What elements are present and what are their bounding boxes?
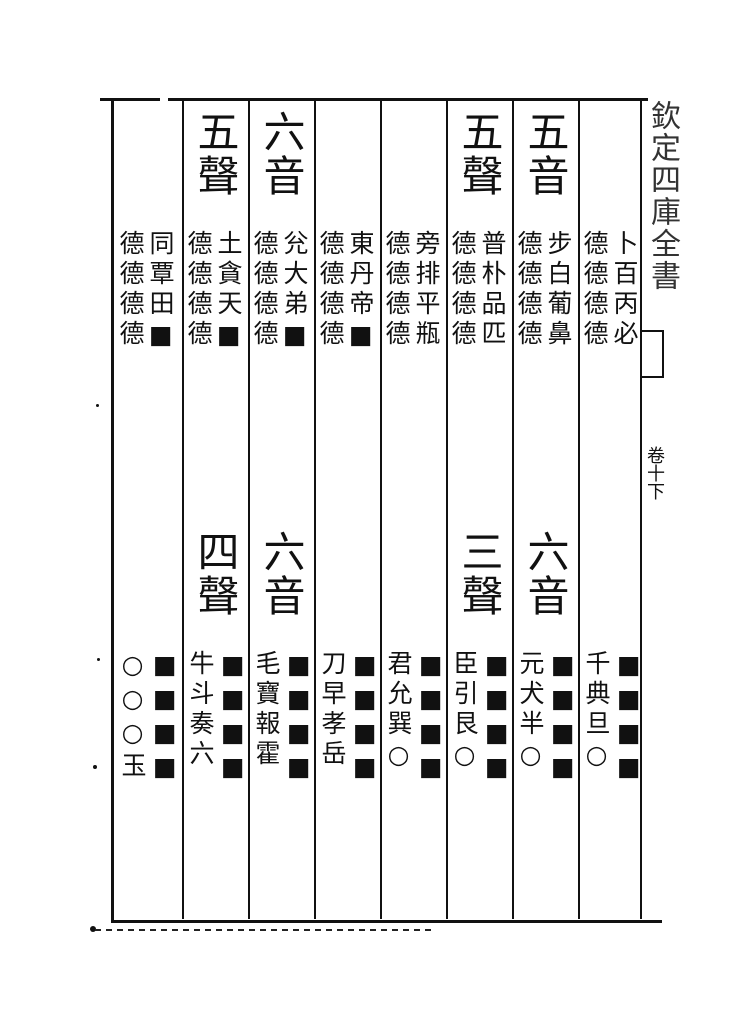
entry-chars: 普朴品匹 — [478, 230, 507, 350]
entry-de: 德德德德 — [116, 230, 145, 350]
margin-volume: 卷十下 — [644, 446, 665, 500]
entry-marks: ■■■■ — [218, 650, 247, 786]
column-rule — [640, 101, 642, 919]
column-heading: 五聲 — [455, 110, 504, 198]
top-border — [168, 98, 648, 101]
column-rule — [248, 101, 250, 919]
column-rule — [512, 101, 514, 919]
entry-chars: 兊大弟■ — [280, 230, 309, 354]
entry-chars: 土貪天■ — [214, 230, 243, 354]
entry-marks: ■■■■ — [350, 650, 379, 786]
entry-de: 德德德德 — [448, 230, 477, 350]
entry-chars: 東丹帝■ — [346, 230, 375, 354]
entry-marks: ■■■■ — [548, 650, 577, 786]
column-heading: 三聲 — [455, 530, 504, 618]
entry-chars: 毛寶報霍 — [252, 650, 281, 770]
entry-chars: 臣引艮○ — [450, 650, 479, 774]
top-border — [100, 98, 160, 101]
column-2: 五音 步白葡鼻 德德德德 六音 ■■■■ 元犬半○ — [514, 110, 577, 910]
column-heading: 六音 — [521, 530, 570, 618]
entry-chars: 千典旦○ — [582, 650, 611, 774]
scan-speck — [93, 765, 97, 769]
scan-speck — [90, 926, 96, 932]
scan-bottom-line — [95, 929, 435, 931]
column-heading: 六音 — [257, 110, 306, 198]
column-1: 卜百丙必 德德德德 ■■■■ 千典旦○ — [580, 110, 643, 910]
column-3: 五聲 普朴品匹 德德德德 三聲 ■■■■ 臣引艮○ — [448, 110, 511, 910]
entry-chars: 卜百丙必 — [610, 230, 639, 350]
margin-title: 欽定四庫全書 — [645, 100, 680, 292]
entry-de: 德德德德 — [316, 230, 345, 350]
column-heading: 五聲 — [191, 110, 240, 198]
entry-chars: 步白葡鼻 — [544, 230, 573, 350]
entry-chars: ○○○玉 — [118, 650, 147, 782]
margin-fishtail — [640, 330, 664, 378]
entry-de: 德德德德 — [382, 230, 411, 350]
column-rule — [182, 101, 184, 919]
column-heading: 五音 — [521, 110, 570, 198]
column-rule — [578, 101, 580, 919]
column-8: 同覃田■ 德德德德 ■■■■ ○○○玉 — [116, 110, 179, 910]
scan-speck — [97, 658, 100, 661]
column-rule — [446, 101, 448, 919]
entry-marks: ■■■■ — [150, 650, 179, 786]
entry-chars: 刀早孝岳 — [318, 650, 347, 770]
column-heading: 四聲 — [191, 530, 240, 618]
entry-de: 德德德德 — [250, 230, 279, 350]
entry-marks: ■■■■ — [614, 650, 643, 786]
entry-de: 德德德德 — [184, 230, 213, 350]
column-5: 東丹帝■ 德德德德 刀早孝岳 ■■■■ — [316, 110, 379, 910]
entry-chars: 元犬半○ — [516, 650, 545, 774]
entry-marks: ■■■■ — [482, 650, 511, 786]
entry-chars: 同覃田■ — [146, 230, 175, 354]
entry-chars: 君允巽○ — [384, 650, 413, 774]
column-6: 六音 兊大弟■ 德德德德 六音 ■■■■ 毛寶報霍 — [250, 110, 313, 910]
column-rule — [314, 101, 316, 919]
entry-chars: 旁排平瓶 — [412, 230, 441, 350]
entry-de: 德德德德 — [580, 230, 609, 350]
entry-chars: 牛斗奏六 — [186, 650, 215, 770]
entry-marks: ■■■■ — [416, 650, 445, 786]
entry-marks: ■■■■ — [284, 650, 313, 786]
column-rule — [380, 101, 382, 919]
entry-de: 德德德德 — [514, 230, 543, 350]
column-7: 五聲 土貪天■ 德德德德 四聲 ■■■■ 牛斗奏六 — [184, 110, 247, 910]
page-frame — [111, 98, 662, 923]
scan-speck — [96, 404, 99, 407]
column-4: 旁排平瓶 德德德德 ■■■■ 君允巽○ — [382, 110, 445, 910]
column-heading: 六音 — [257, 530, 306, 618]
